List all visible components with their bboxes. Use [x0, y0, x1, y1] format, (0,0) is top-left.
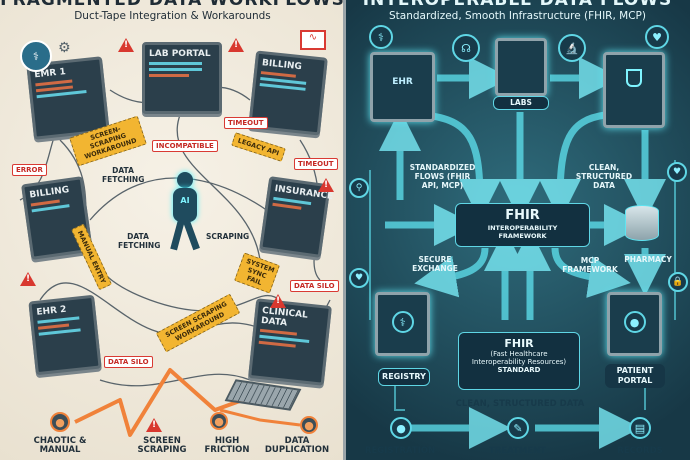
monitor-label: CLINICAL DATA: [260, 305, 309, 329]
person-icon: ●: [50, 412, 70, 432]
fhir-interoperability-framework: FHIR INTEROPERABILITY FRAMEWORK: [455, 203, 590, 247]
standard-line: Interoperability Resources): [471, 358, 567, 366]
stethoscope-icon: ☊: [452, 34, 480, 62]
microscope-icon: ⚲: [349, 178, 369, 198]
lock-icon: 🔒: [668, 272, 688, 292]
heart-icon: ♥: [349, 268, 369, 288]
label-data-fetching: DATA FETCHING: [102, 166, 145, 184]
standard-title: FHIR: [504, 337, 534, 350]
panel-divider: [343, 0, 346, 460]
data-flow-arrows: [369, 57, 676, 449]
monitor-label: LAB PORTAL: [149, 49, 211, 59]
label-clean-structured-data: CLEAN, STRUCTURED DATA: [455, 399, 585, 409]
alert-timeout: TIMEOUT: [294, 158, 338, 170]
flask-icon: [626, 69, 642, 87]
warning-icon: [146, 418, 162, 432]
monitor-right: [603, 52, 665, 128]
label-clean-data: CLEAN, STRUCTURED DATA: [575, 163, 633, 190]
monitor-label: BILLING: [261, 58, 303, 73]
framework-subtitle: INTEROPERABILITY FRAMEWORK: [487, 224, 558, 240]
caduceus-icon: ⚕: [369, 25, 393, 49]
step-treatment: TREATMENT: [488, 446, 547, 456]
warning-icon: [228, 38, 244, 52]
label-registry: REGISTRY: [378, 368, 430, 386]
bottom-label: CHAOTIC & MANUAL: [33, 436, 87, 455]
fhir-standard-box: FHIR (Fast Healthcare Interoperability R…: [458, 332, 580, 390]
label-standardized-flows: STANDARDIZED FLOWS (FHIR API, MCP): [409, 163, 476, 190]
monitor-label: EHR 2: [36, 304, 67, 318]
caduceus-icon: ⚕: [391, 311, 414, 333]
ai-label: AI: [173, 188, 197, 222]
ai-figure: AI: [168, 172, 202, 252]
labs-server: [495, 38, 547, 96]
label-scraping: SCRAPING: [206, 232, 250, 241]
bottom-label: DATA DUPLICATION: [264, 436, 330, 455]
right-subtitle: Standardized, Smooth Infrastructure (FHI…: [389, 10, 646, 22]
label-pharmacy: PHARMACY: [624, 255, 672, 264]
left-title: FRAGMENTED DATA WORKFLOWS: [0, 0, 345, 10]
step-registration: REGISTRATION: [364, 446, 436, 456]
fragmented-workflows-panel: FRAGMENTED DATA WORKFLOWS Duct-Tape Inte…: [0, 0, 345, 460]
monitor-lab-portal: LAB PORTAL: [142, 42, 222, 114]
right-title: INTEROPERABLE DATA FLOWS: [362, 0, 673, 10]
database-icon: [625, 205, 659, 241]
monitor-label: EHR: [392, 77, 413, 87]
chaotic-path-arrow: [74, 368, 271, 437]
alert-error: ERROR: [12, 164, 47, 176]
person-icon: ●: [210, 412, 228, 430]
person-icon: ●: [623, 311, 646, 333]
label-data-fetching: DATA FETCHING: [118, 232, 161, 250]
standard-line: (Fast Healthcare: [490, 350, 548, 358]
bottom-label: SCREEN SCRAPING: [137, 436, 187, 455]
records-icon: ▤: [629, 417, 651, 439]
heart-monitor-icon: ∿: [300, 30, 326, 50]
left-subtitle: Duct-Tape Integration & Workarounds: [74, 10, 271, 22]
monitor-ehr: EHR: [370, 52, 435, 122]
monitor-label: BILLING: [28, 185, 70, 201]
warning-icon: [270, 294, 286, 308]
standard-line: STANDARD: [497, 366, 541, 374]
gear-icon: ⚙: [58, 40, 71, 56]
warning-icon: [118, 38, 134, 52]
label-mcp-framework: MCP FRAMEWORK: [562, 256, 618, 274]
monitor-ehr2: EHR 2: [28, 294, 102, 376]
alert-data-silo: DATA SILO: [290, 280, 339, 292]
step-records: RECORDS: [617, 446, 663, 456]
monitor-clinical-data: CLINICAL DATA: [248, 298, 332, 386]
framework-title: FHIR: [505, 208, 540, 223]
registration-icon: ●: [390, 417, 412, 439]
caduceus-icon: ⚕: [20, 40, 52, 72]
bottom-label: HIGH FRICTION: [204, 436, 250, 455]
labs-label: LABS: [493, 96, 549, 110]
monitor-registry: ⚕: [375, 292, 430, 356]
alert-timeout: TIMEOUT: [224, 117, 268, 129]
heart-icon: ♥: [645, 25, 669, 49]
treatment-icon: ✎: [507, 417, 529, 439]
microscope-icon: 🔬: [558, 34, 586, 62]
warning-icon: [20, 272, 36, 286]
alert-incompatible: INCOMPATIBLE: [152, 140, 218, 152]
warning-icon: [318, 178, 334, 192]
monitor-patient-portal: ●: [607, 292, 662, 356]
interoperable-flows-panel: INTEROPERABLE DATA FLOWS Standardized, S…: [345, 0, 690, 460]
person-icon: ●: [300, 416, 318, 434]
label-patient-portal: PATIENT PORTAL: [605, 364, 665, 388]
alert-data-silo: DATA SILO: [104, 356, 153, 368]
heart-icon: ♥: [667, 162, 687, 182]
label-secure-exchange: SECURE EXCHANGE: [412, 255, 458, 273]
